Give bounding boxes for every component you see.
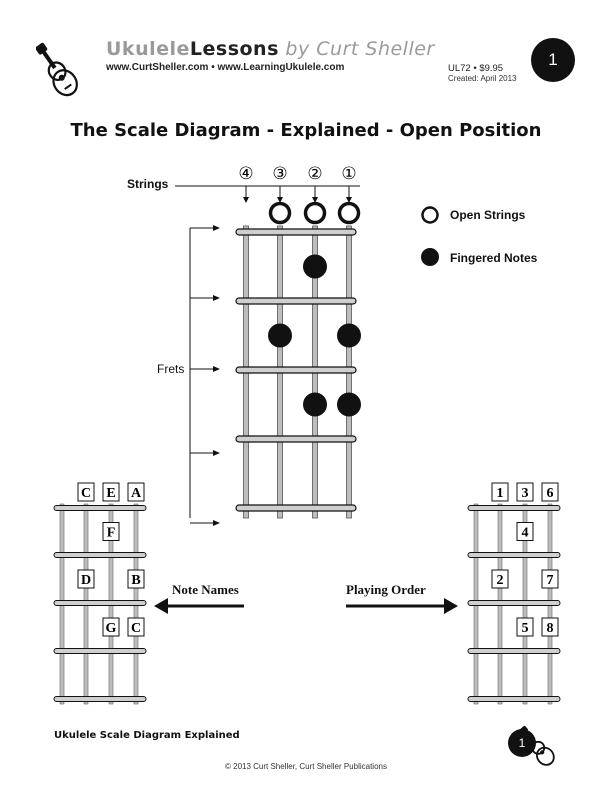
- fret-line: [467, 505, 561, 511]
- created-date: Created: April 2013: [448, 74, 517, 83]
- fret-line: [235, 228, 357, 236]
- note-box-label: G: [106, 621, 117, 636]
- copyright: © 2013 Curt Sheller, Curt Sheller Public…: [225, 762, 387, 771]
- fingered-note-legend-icon: [421, 248, 439, 266]
- legend-fingered-notes: Fingered Notes: [450, 251, 538, 265]
- fret-pointer-arrow: [213, 450, 220, 456]
- legend-open-strings: Open Strings: [450, 208, 526, 222]
- note-box-label: C: [81, 486, 91, 501]
- playing-order-diagram: 1 3 6 4 2 7 5 8: [467, 482, 561, 705]
- fret-line: [53, 696, 147, 702]
- fret-line: [53, 648, 147, 654]
- fret-line: [467, 552, 561, 558]
- note-box: [541, 617, 559, 637]
- note-box: [77, 569, 95, 589]
- fret-line: [467, 696, 561, 702]
- string-number-label: ③: [272, 164, 287, 183]
- note-box: [77, 482, 95, 502]
- playing-order-label: Playing Order: [346, 582, 426, 597]
- string-pointer-arrow: [277, 197, 283, 203]
- note-box-label: 1: [497, 486, 504, 501]
- string-number-label: ①: [341, 164, 356, 183]
- page-number-badge: 1: [531, 38, 575, 82]
- brand-title: UkuleleLessons by Curt Sheller: [106, 38, 435, 60]
- open-string-marker: [337, 201, 361, 225]
- fingered-note-marker: [303, 254, 327, 279]
- fingered-note-marker: [337, 323, 361, 348]
- brand-part-3: by Curt Sheller: [278, 38, 435, 60]
- fret-line: [235, 297, 357, 305]
- note-box-label: B: [131, 573, 140, 588]
- note-box-label: 3: [522, 486, 529, 501]
- note-box-label: 2: [497, 573, 504, 588]
- note-box: [516, 522, 534, 541]
- note-box: [491, 482, 509, 502]
- fret-line: [235, 435, 357, 443]
- note-box: [516, 617, 534, 637]
- page-title: The Scale Diagram - Explained - Open Pos…: [70, 120, 542, 141]
- note-box: [102, 617, 120, 637]
- note-box-label: E: [106, 486, 115, 501]
- note-box-label: A: [131, 486, 142, 501]
- note-box-label: 5: [522, 621, 529, 636]
- left-arrow-icon: [154, 598, 244, 614]
- note-box: [541, 569, 559, 589]
- note-box: [127, 617, 145, 637]
- note-box-label: C: [131, 621, 141, 636]
- note-box-label: 7: [547, 573, 554, 588]
- brand-part-1: Ukulele: [106, 38, 190, 60]
- string-pointer-arrow: [312, 197, 318, 203]
- open-string-marker: [268, 201, 292, 225]
- fret-line: [53, 552, 147, 558]
- fret-line: [235, 366, 357, 374]
- note-names-label: Note Names: [172, 582, 239, 597]
- string-pointer-arrow: [243, 197, 249, 203]
- fret-line: [53, 505, 147, 511]
- fingered-note-marker: [337, 392, 361, 417]
- fret-line: [53, 600, 147, 606]
- brand-part-2: Lessons: [189, 38, 279, 60]
- header-urls: www.CurtSheller.com • www.LearningUkulel…: [106, 62, 345, 73]
- fret-pointer-arrow: [213, 225, 220, 231]
- string-number-label: ④: [238, 164, 253, 183]
- note-box-label: 4: [522, 526, 529, 541]
- note-box: [127, 569, 145, 589]
- note-box: [516, 482, 534, 502]
- note-box: [541, 482, 559, 502]
- fret-pointer-arrow: [213, 295, 220, 301]
- ukulele-logo-icon: [36, 42, 78, 97]
- fret-pointer-arrow: [213, 366, 220, 372]
- note-box-label: 6: [547, 486, 554, 501]
- string-pointer-arrow: [346, 197, 352, 203]
- fingered-note-marker: [268, 323, 292, 348]
- open-string-marker: [303, 201, 327, 225]
- right-arrow-icon: [346, 598, 458, 614]
- fret-pointer-arrow: [213, 520, 220, 526]
- fret-line: [235, 504, 357, 512]
- note-box: [102, 482, 120, 502]
- strings-label: Strings: [127, 177, 169, 191]
- frets-label: Frets: [157, 362, 185, 376]
- fingered-note-marker: [303, 392, 327, 417]
- note-box-label: 8: [547, 621, 554, 636]
- note-box-label: F: [107, 526, 116, 541]
- fret-line: [467, 600, 561, 606]
- note-box: [102, 522, 120, 541]
- note-box: [127, 482, 145, 502]
- footer-title: Ukulele Scale Diagram Explained: [54, 730, 240, 741]
- note-box: [491, 569, 509, 589]
- fret-line: [467, 648, 561, 654]
- footer-page-badge: 1: [508, 729, 536, 757]
- note-box-label: D: [81, 573, 91, 588]
- open-string-legend-icon: [421, 206, 439, 224]
- string-number-label: ②: [307, 164, 322, 183]
- product-code: UL72 • $9.95: [448, 63, 504, 74]
